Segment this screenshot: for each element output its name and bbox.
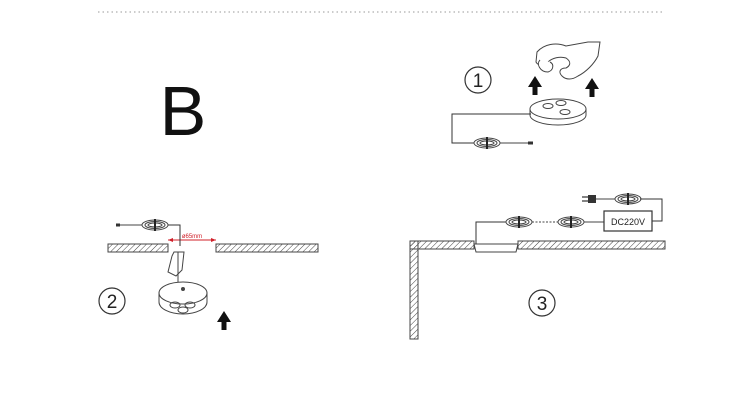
cable-coil-icon [141, 218, 169, 232]
step-3-number: 3 [537, 294, 548, 315]
installed-puck [473, 243, 519, 253]
driver-label: DC220V [611, 217, 645, 227]
cabinet-top-left [409, 240, 475, 250]
step-2: 2 ø65mm [98, 218, 319, 330]
step-2-number: 2 [107, 292, 118, 313]
ceiling-board-right [215, 243, 319, 253]
puck-light [529, 98, 587, 126]
step-2-badge [98, 287, 126, 315]
hand-icon [535, 41, 601, 80]
cable-coil-icon [473, 136, 501, 150]
step-1-number: 1 [473, 71, 484, 92]
cable [451, 113, 531, 144]
step-1-badge [464, 66, 492, 94]
cabinet-top-right [517, 240, 666, 250]
hole-diameter-label: ø65mm [182, 234, 202, 240]
ceiling-board-left [107, 243, 169, 253]
push-up-arrow [217, 311, 231, 330]
puck-light [158, 281, 208, 315]
cable-coil-icon [505, 215, 533, 229]
extension-coil-icon [557, 215, 585, 229]
power-cord-coil-icon [614, 192, 642, 206]
push-up-arrow-right [585, 78, 599, 97]
step-3-badge [528, 289, 556, 317]
plug-icon [588, 195, 596, 203]
hanging-cable [167, 251, 185, 277]
section-letter: B [160, 72, 207, 150]
cabinet-side-wall [409, 240, 419, 340]
step-1: 1 [451, 41, 601, 150]
step-3: 3 DC220V [409, 192, 666, 340]
push-up-arrow-left [528, 76, 542, 95]
